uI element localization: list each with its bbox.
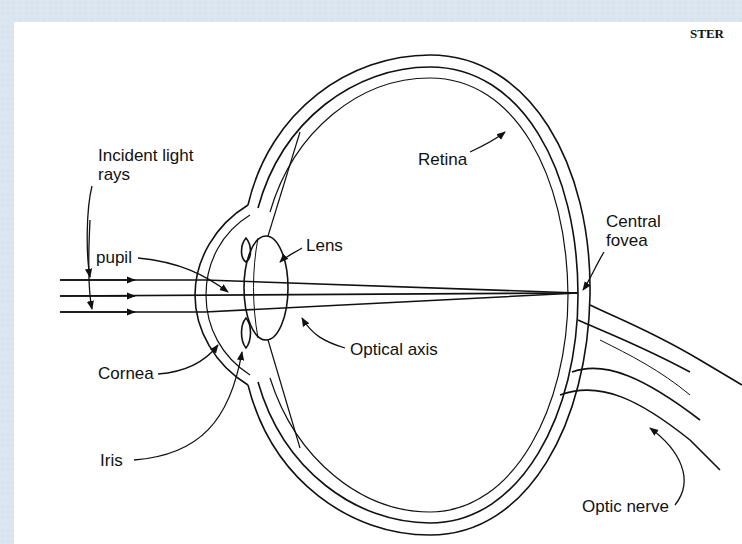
header-fragment: STER <box>690 24 738 43</box>
part-label: Lens <box>306 236 343 255</box>
part-label: Optical axis <box>350 340 438 359</box>
part-label: Central fovea <box>606 212 686 250</box>
part-label: Iris <box>100 451 123 470</box>
part-label: Retina <box>418 150 467 169</box>
part-label: Cornea <box>98 364 154 383</box>
part-label: Optic nerve <box>582 497 669 516</box>
part-label: Incident light rays <box>98 146 198 184</box>
part-label: pupil <box>96 248 132 267</box>
